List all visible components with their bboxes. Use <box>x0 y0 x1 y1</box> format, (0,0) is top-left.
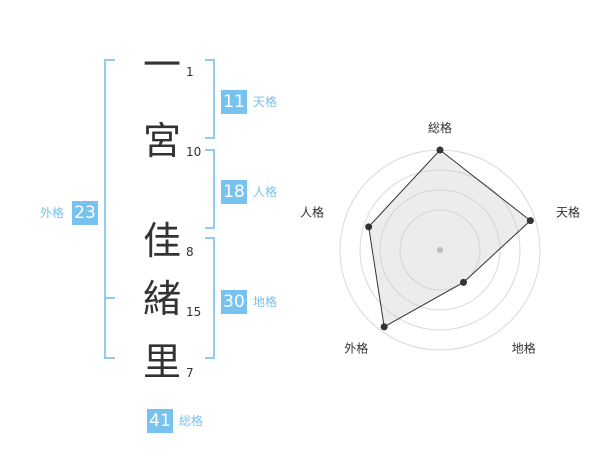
radar-points <box>365 146 534 331</box>
stroke-count-5: 7 <box>186 366 194 380</box>
radar-point-3 <box>460 278 468 286</box>
name-char-2: 宮 <box>142 119 181 163</box>
radar-axis-label: 地格 <box>512 341 536 356</box>
gaikaku-badge: 23 <box>72 201 98 225</box>
soukaku-badge: 41 <box>147 409 173 433</box>
radar-point-1 <box>436 146 444 154</box>
tenkaku-bracket <box>205 59 215 139</box>
radar-axis-label: 外格 <box>344 341 368 356</box>
stroke-count-3: 8 <box>186 245 194 259</box>
soukaku-label: 総格 <box>179 414 204 428</box>
name-char-3: 佳 <box>142 219 181 263</box>
stroke-count-2: 10 <box>186 145 202 159</box>
jinkaku-label: 人格 <box>253 185 278 199</box>
radar-point-5 <box>365 223 373 231</box>
radar-ring <box>359 169 521 331</box>
tenkaku-label: 天格 <box>253 95 278 109</box>
stroke-count-4: 15 <box>186 305 202 319</box>
gaikaku-bracket <box>104 59 115 359</box>
radar-point-4 <box>380 323 388 331</box>
radar-axis-label: 総格 <box>428 120 452 135</box>
radar-center-dot <box>437 247 443 253</box>
radar-axis-label: 人格 <box>300 204 324 219</box>
chikaku-badge: 30 <box>221 290 247 314</box>
radar-ring <box>379 189 501 311</box>
radar-ring <box>399 209 481 291</box>
radar-point-2 <box>526 217 534 225</box>
chikaku-bracket <box>205 237 215 359</box>
gaikaku-label: 外格 <box>40 206 65 220</box>
name-char-1: 一 <box>142 43 181 87</box>
jinkaku-badge: 18 <box>221 180 247 204</box>
jinkaku-bracket <box>205 149 215 229</box>
radar-axis-label: 天格 <box>556 204 580 219</box>
tenkaku-badge: 11 <box>221 90 247 114</box>
radar-polygon <box>368 149 532 328</box>
name-char-5: 里 <box>142 340 181 384</box>
stroke-count-1: 1 <box>186 65 194 79</box>
name-char-4: 緒 <box>142 277 181 321</box>
chikaku-label: 地格 <box>253 295 278 309</box>
radar-series-polygon <box>368 149 532 328</box>
